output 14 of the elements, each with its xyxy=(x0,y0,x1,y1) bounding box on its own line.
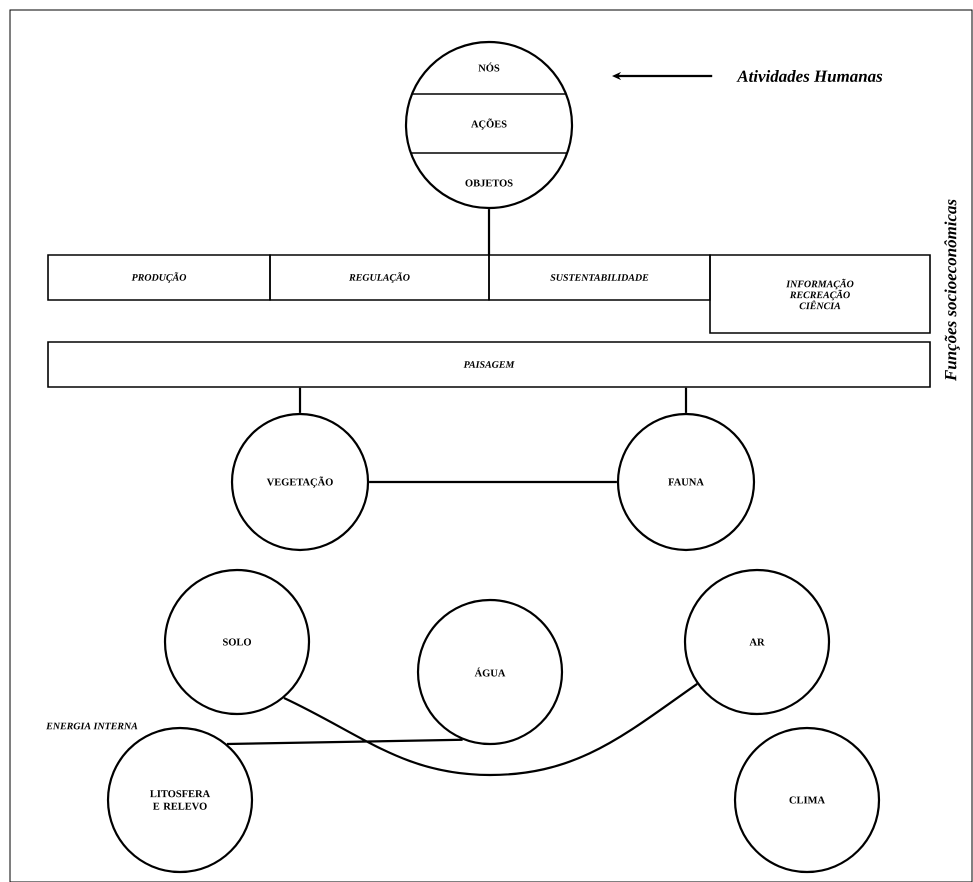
annotation: Atividades Humanas xyxy=(736,70,882,82)
connector xyxy=(369,480,617,484)
label: ENERGIA INTERNA xyxy=(46,722,138,730)
connector xyxy=(488,209,490,255)
connector xyxy=(226,738,463,746)
function-box: INFORMAÇÃO RECREAÇÃO CIÊNCIA xyxy=(709,254,931,334)
function-box: SUSTENTABILIDADE xyxy=(488,254,711,301)
side-label: Funções socioeconômicas xyxy=(944,199,960,382)
function-box: PAISAGEM xyxy=(47,341,931,388)
connector xyxy=(298,388,302,413)
function-box: REGULAÇÃO xyxy=(269,254,490,301)
connector xyxy=(684,388,688,413)
function-box: PRODUÇÃO xyxy=(47,254,271,301)
connector xyxy=(284,683,698,776)
